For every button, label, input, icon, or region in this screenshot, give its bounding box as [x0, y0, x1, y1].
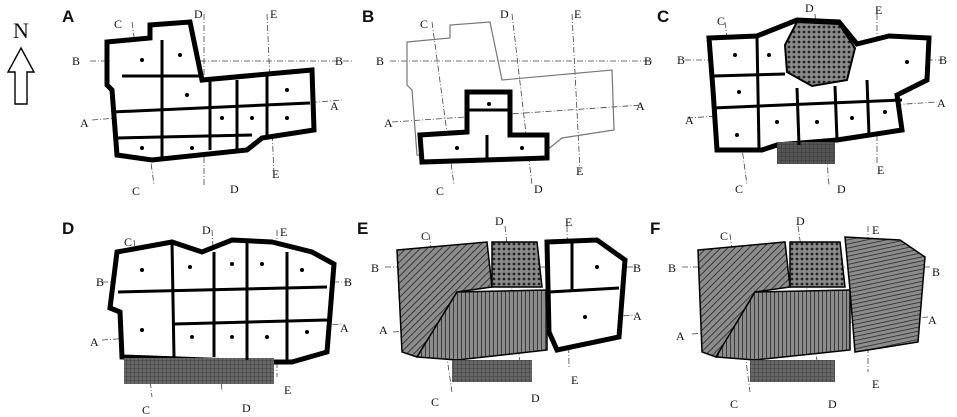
panel-e: E [357, 212, 657, 412]
panel-letter: A [62, 7, 75, 26]
section-label-a-left: A [676, 329, 685, 343]
north-indicator: N [6, 20, 36, 110]
panel-c: C [657, 0, 957, 200]
plan-drawing [90, 13, 352, 186]
annex-grid [750, 360, 835, 382]
section-label-e-bottom: E [272, 167, 280, 181]
section-label-c-bottom: C [431, 395, 440, 409]
panel-d: D [62, 212, 362, 416]
section-label-e-bottom: E [284, 383, 292, 397]
section-label-e-bottom: E [872, 377, 880, 391]
annex-grid [452, 360, 532, 382]
section-label-e-top: E [565, 215, 573, 229]
section-label-b-left: B [668, 261, 677, 275]
section-label-e-bottom: E [571, 373, 579, 387]
section-label-c-top: C [720, 229, 729, 243]
east-walls [544, 237, 628, 353]
panel-letter: C [657, 7, 670, 26]
section-label-b-right: B [644, 54, 653, 68]
panel-b: B C D E B B A A C D E [362, 0, 662, 200]
section-label-e-bottom: E [576, 164, 584, 178]
section-label-c-top: C [114, 17, 123, 31]
plan-drawing [682, 225, 932, 393]
section-label-d-bottom: D [531, 391, 540, 405]
north-label: N [13, 18, 29, 43]
panel-f: F [650, 212, 950, 412]
section-label-b-right: B [939, 53, 948, 67]
section-label-b-left: B [376, 54, 385, 68]
section-label-c-top: C [421, 229, 430, 243]
annex-grid [124, 358, 274, 384]
section-label-b-left: B [371, 261, 380, 275]
section-label-c-bottom: C [436, 184, 445, 198]
outline-walls [406, 21, 615, 161]
section-label-a-left: A [384, 116, 393, 130]
north-arrow-icon [6, 46, 36, 105]
plan-drawing [685, 13, 943, 186]
section-label-d-top: D [202, 223, 211, 237]
plan-drawing [101, 229, 352, 398]
section-label-d-bottom: D [230, 182, 239, 196]
section-label-a-right: A [937, 96, 946, 110]
panel-a: A [62, 0, 362, 200]
plan-drawing [390, 13, 652, 186]
section-label-d-top: D [194, 7, 203, 21]
section-label-d-top: D [495, 214, 504, 228]
section-label-e-bottom: E [877, 163, 885, 177]
courtyard-gravel [491, 241, 543, 288]
section-label-e-top: E [574, 7, 582, 21]
section-label-c-top: C [420, 17, 429, 31]
section-label-d-top: D [805, 1, 814, 15]
section-label-e-top: E [872, 223, 880, 237]
section-label-c-bottom: C [132, 184, 141, 198]
section-label-a-left: A [80, 116, 89, 130]
plan-drawing [385, 225, 639, 393]
section-label-d-bottom: D [828, 397, 837, 411]
courtyard-gravel [783, 20, 857, 88]
panel-letter: F [650, 219, 661, 238]
section-label-b-right: B [633, 261, 642, 275]
panel-letter: B [362, 7, 375, 26]
section-label-b-left: B [677, 53, 686, 67]
section-label-b-left: B [72, 54, 81, 68]
section-label-d-bottom: D [534, 182, 543, 196]
section-label-d-bottom: D [837, 182, 846, 196]
section-label-b-right: B [335, 54, 344, 68]
section-label-a-right: A [340, 321, 349, 335]
section-label-a-right: A [633, 309, 642, 323]
section-label-d-bottom: D [242, 401, 251, 415]
section-label-a-right: A [636, 99, 645, 113]
section-label-c-bottom: C [730, 397, 739, 411]
annex-grid [777, 142, 835, 164]
roof-east [844, 236, 926, 353]
section-label-a-left: A [90, 335, 99, 349]
section-label-c-bottom: C [142, 403, 151, 417]
section-label-a-left: A [379, 323, 388, 337]
section-label-c-bottom: C [735, 182, 744, 196]
surviving-walls [417, 89, 550, 165]
section-label-c-top: C [124, 235, 133, 249]
section-label-d-top: D [796, 214, 805, 228]
panel-letter: E [357, 219, 369, 238]
section-label-d-top: D [500, 7, 509, 21]
section-label-a-right: A [928, 313, 937, 327]
panel-letter: D [62, 219, 75, 238]
section-label-e-top: E [875, 3, 883, 17]
section-label-e-top: E [280, 225, 288, 239]
courtyard-gravel [789, 241, 846, 288]
section-label-c-top: C [717, 14, 726, 28]
roof-center [714, 289, 851, 361]
section-label-b-left: B [96, 275, 105, 289]
section-label-b-right: B [932, 265, 941, 279]
section-label-e-top: E [270, 7, 278, 21]
building-walls [107, 237, 337, 365]
section-label-b-right: B [344, 275, 353, 289]
section-label-a-left: A [685, 113, 694, 127]
section-label-a-right: A [330, 99, 339, 113]
